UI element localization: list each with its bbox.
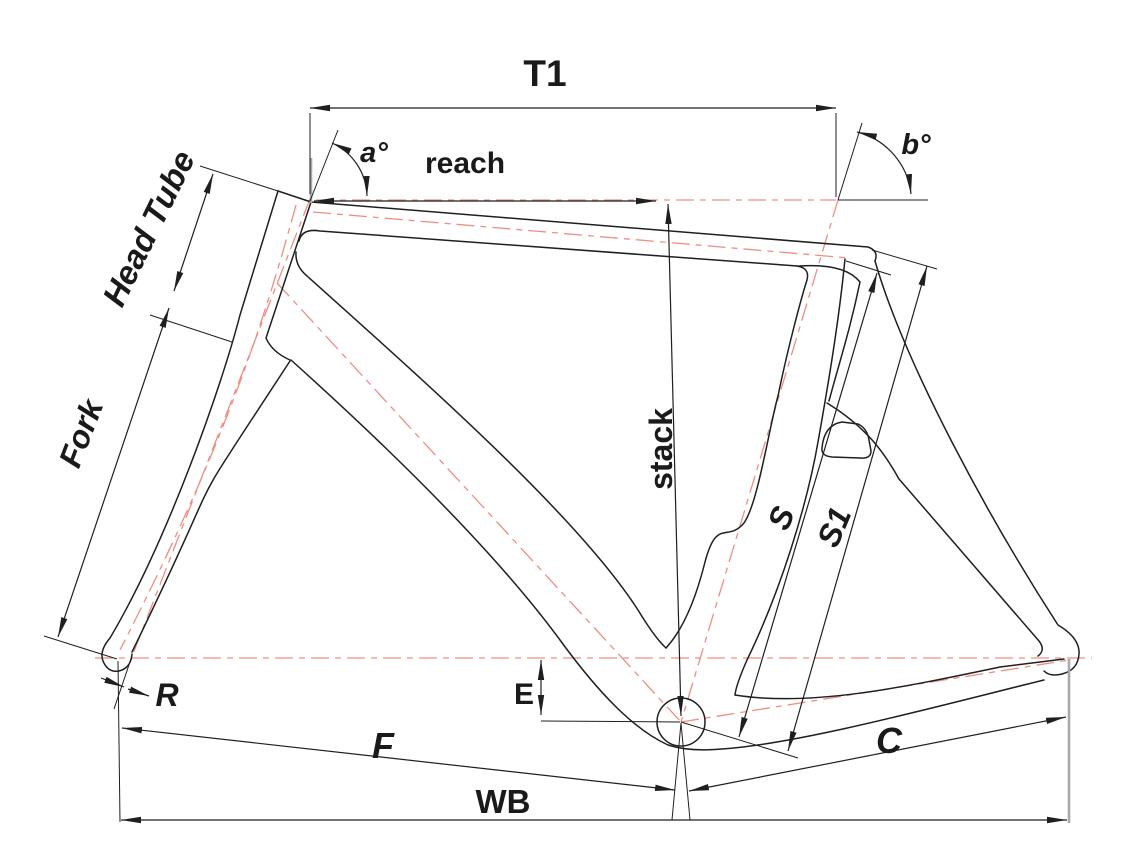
seat-tube-rear-edge [734,258,846,696]
label-t1: T1 [523,53,566,94]
down-tube-top-edge [295,251,667,649]
top-tube-centerline [312,211,850,259]
seat-stay-upper-edge [874,260,1080,676]
dim-fork [57,307,170,638]
label-fork: Fork [52,392,111,472]
chainstay-top-edge [734,658,1065,700]
label-seat-angle: b° [901,129,931,161]
fork-centerline [119,204,297,651]
dim-front-center-f [121,727,676,791]
arc-seat-angle [856,131,912,195]
bb-drop-leader [540,720,681,723]
head-tube-top-tick [199,165,279,192]
steering-axis-centerline [132,198,311,655]
label-head-angle: a° [360,137,388,169]
dim-rake-arrow-2 [127,686,150,697]
frame-outline [101,190,1080,751]
bb-vertical-leader-left [671,722,682,821]
label-rake: R [155,677,178,713]
dimension-lines [57,104,1067,824]
label-seat-tube-s: S [760,501,802,535]
dim-rake-arrow-1 [100,676,125,688]
label-front-center: F [372,725,395,766]
bb-seat-axis-leader [680,721,799,759]
s1-top-tick [871,249,938,270]
label-bb-drop: E [514,678,534,711]
label-seat-tube-s1: S1 [810,502,858,552]
seat-cluster-window [821,421,872,459]
fork-bottom-tick [43,635,118,660]
label-chainstay: C [876,720,903,761]
top-tube-top-edge [310,201,877,262]
extension-lines [43,113,1071,823]
front-dropout-extension [117,660,121,823]
label-stack: stack [643,408,679,490]
head-tube-front-and-fork-blade [101,190,279,673]
dim-stack [665,203,684,717]
dim-seat-tube-s [738,272,878,738]
arc-head-angle [331,142,370,197]
labels: T1 a° reach b° Head Tube Fork stack S S1… [52,53,931,820]
fork-blade-rear-edge [131,360,291,653]
centerlines [95,198,1092,723]
steering-axis-extension [113,655,133,710]
seat-stay-lower-edge [826,402,1043,657]
head-tube-rear-edge [265,201,312,361]
dim-seat-tube-s1 [787,265,928,752]
head-angle-ray [309,129,339,202]
top-tube-bottom-edge [298,229,798,267]
seat-tube-front-edge [665,265,809,649]
dim-chainstay-c [688,716,1067,792]
dim-head-tube [173,173,214,292]
seat-stay-front-upper-edge [798,264,861,402]
head-tube-top-edge [277,190,312,203]
bb-vertical-leader-right [680,722,691,821]
s-top-tick [845,260,892,276]
label-reach: reach [425,147,505,180]
seat-angle-ray [837,122,863,201]
label-wheelbase: WB [476,783,531,820]
label-head-tube: Head Tube [95,145,202,312]
down-tube-centerline [276,282,682,723]
